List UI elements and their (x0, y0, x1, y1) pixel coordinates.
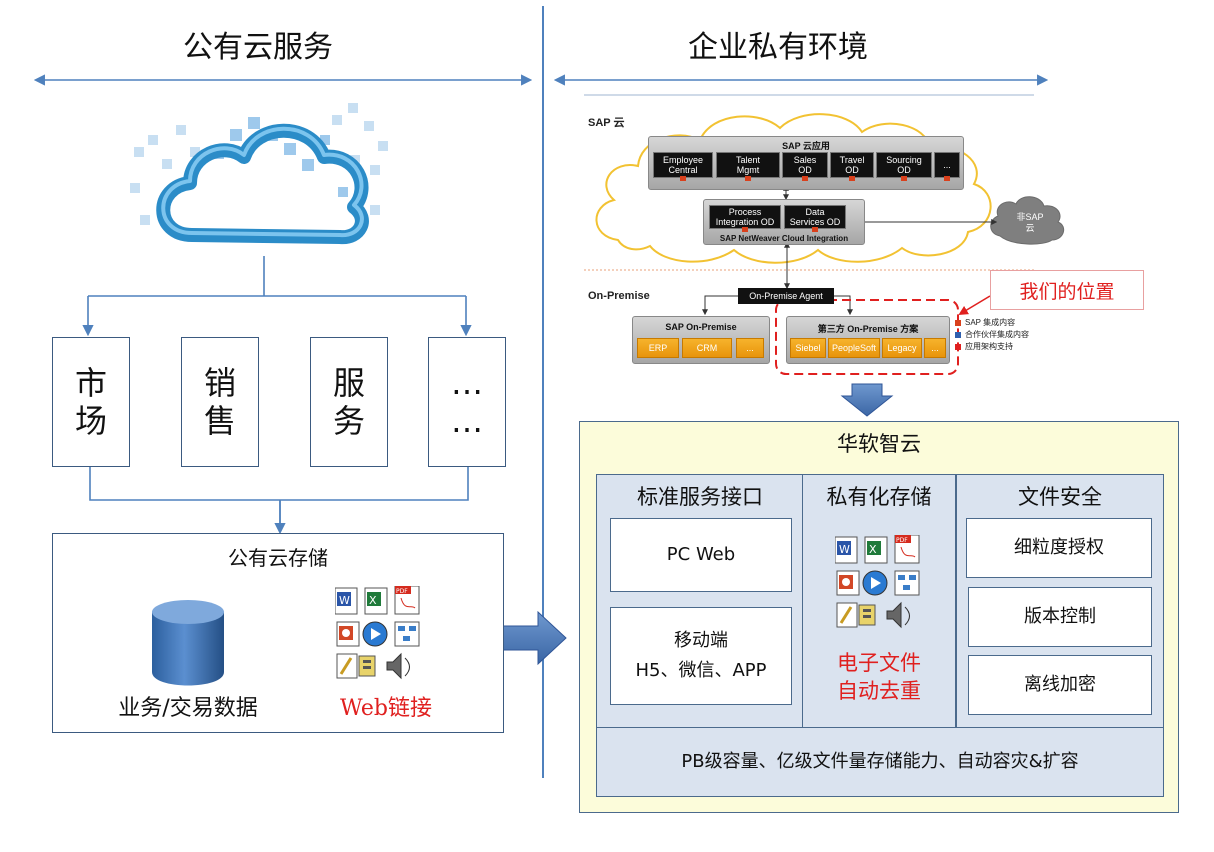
storage-tree-line (89, 466, 469, 530)
version-control-box: 版本控制 (968, 587, 1152, 647)
word-icon: W (834, 536, 858, 564)
public-cloud-heading: 公有云服务 (183, 30, 333, 65)
private-storage-column: 私有化存储 W X PDF 电子文件 自动去重 (802, 474, 956, 728)
big-down-arrow (840, 383, 894, 417)
file-icons-left: W X PDF (334, 585, 435, 686)
pdf-icon: PDF (894, 534, 920, 564)
fine-grained-auth-box: 细粒度授权 (966, 518, 1152, 578)
storage-title: 公有云存储 (228, 546, 328, 570)
svg-text:W: W (339, 594, 350, 607)
mobile-line2: H5、微信、APP (635, 660, 767, 681)
audio-icon (386, 652, 410, 680)
edit-icon (836, 602, 858, 628)
archive-icon (358, 655, 376, 677)
pdf-icon: PDF (394, 585, 420, 615)
category-sales: 销 售 (181, 337, 259, 467)
private-env-heading: 企业私有环境 (688, 30, 868, 65)
word-icon: W (334, 587, 358, 615)
audio-icon (886, 601, 910, 629)
file-icons-right: W X PDF (834, 534, 935, 635)
svg-text:X: X (869, 543, 877, 556)
category-more: … … (428, 337, 506, 467)
diagram-icon (394, 621, 420, 647)
offline-encryption-box: 离线加密 (968, 655, 1152, 715)
media-icon (862, 570, 888, 596)
cloud-icon (120, 95, 400, 255)
mobile-line1: 移动端 (674, 630, 728, 651)
category-service-label: 服 务 (332, 364, 365, 440)
private-storage-title: 私有化存储 (826, 485, 932, 509)
media-icon (362, 621, 388, 647)
huaruan-title: 华软智云 (837, 432, 921, 456)
non-sap-cloud-shape (990, 196, 1065, 245)
ppt-icon (336, 621, 360, 647)
ppt-icon (836, 570, 860, 596)
capacity-footer: PB级容量、亿级文件量存储能力、自动容灾&扩容 (596, 727, 1164, 797)
sap-cloud-outline (595, 113, 992, 264)
public-cloud-storage-box: 公有云存储 业务/交易数据 W X PDF Web链接 (52, 533, 504, 733)
svg-text:PDF: PDF (396, 588, 408, 595)
our-position-highlight (775, 299, 959, 375)
excel-icon: X (364, 587, 388, 615)
web-link-label[interactable]: Web链接 (340, 696, 432, 721)
category-market-label: 市 场 (74, 364, 107, 440)
category-more-label: … … (451, 364, 483, 440)
our-position-callout: 我们的位置 (990, 270, 1144, 310)
database-icon (152, 600, 224, 686)
cloud-tree-line (88, 256, 466, 297)
pc-web-box: PC Web (610, 518, 792, 592)
mobile-box: 移动端 H5、微信、APP (610, 607, 792, 705)
category-service: 服 务 (310, 337, 388, 467)
database-label: 业务/交易数据 (118, 696, 258, 721)
edit-icon (336, 653, 358, 679)
category-market: 市 场 (52, 337, 130, 467)
diagram-icon (894, 570, 920, 596)
svg-text:X: X (369, 594, 377, 607)
svg-text:W: W (839, 543, 850, 556)
svg-text:PDF: PDF (896, 537, 908, 544)
standard-interface-title: 标准服务接口 (637, 485, 763, 509)
file-security-title: 文件安全 (1018, 485, 1102, 509)
archive-icon (858, 604, 876, 626)
dedup-line2: 自动去重 (837, 679, 921, 703)
excel-icon: X (864, 536, 888, 564)
dedup-line1: 电子文件 (837, 651, 921, 675)
category-sales-label: 销 售 (203, 364, 236, 440)
